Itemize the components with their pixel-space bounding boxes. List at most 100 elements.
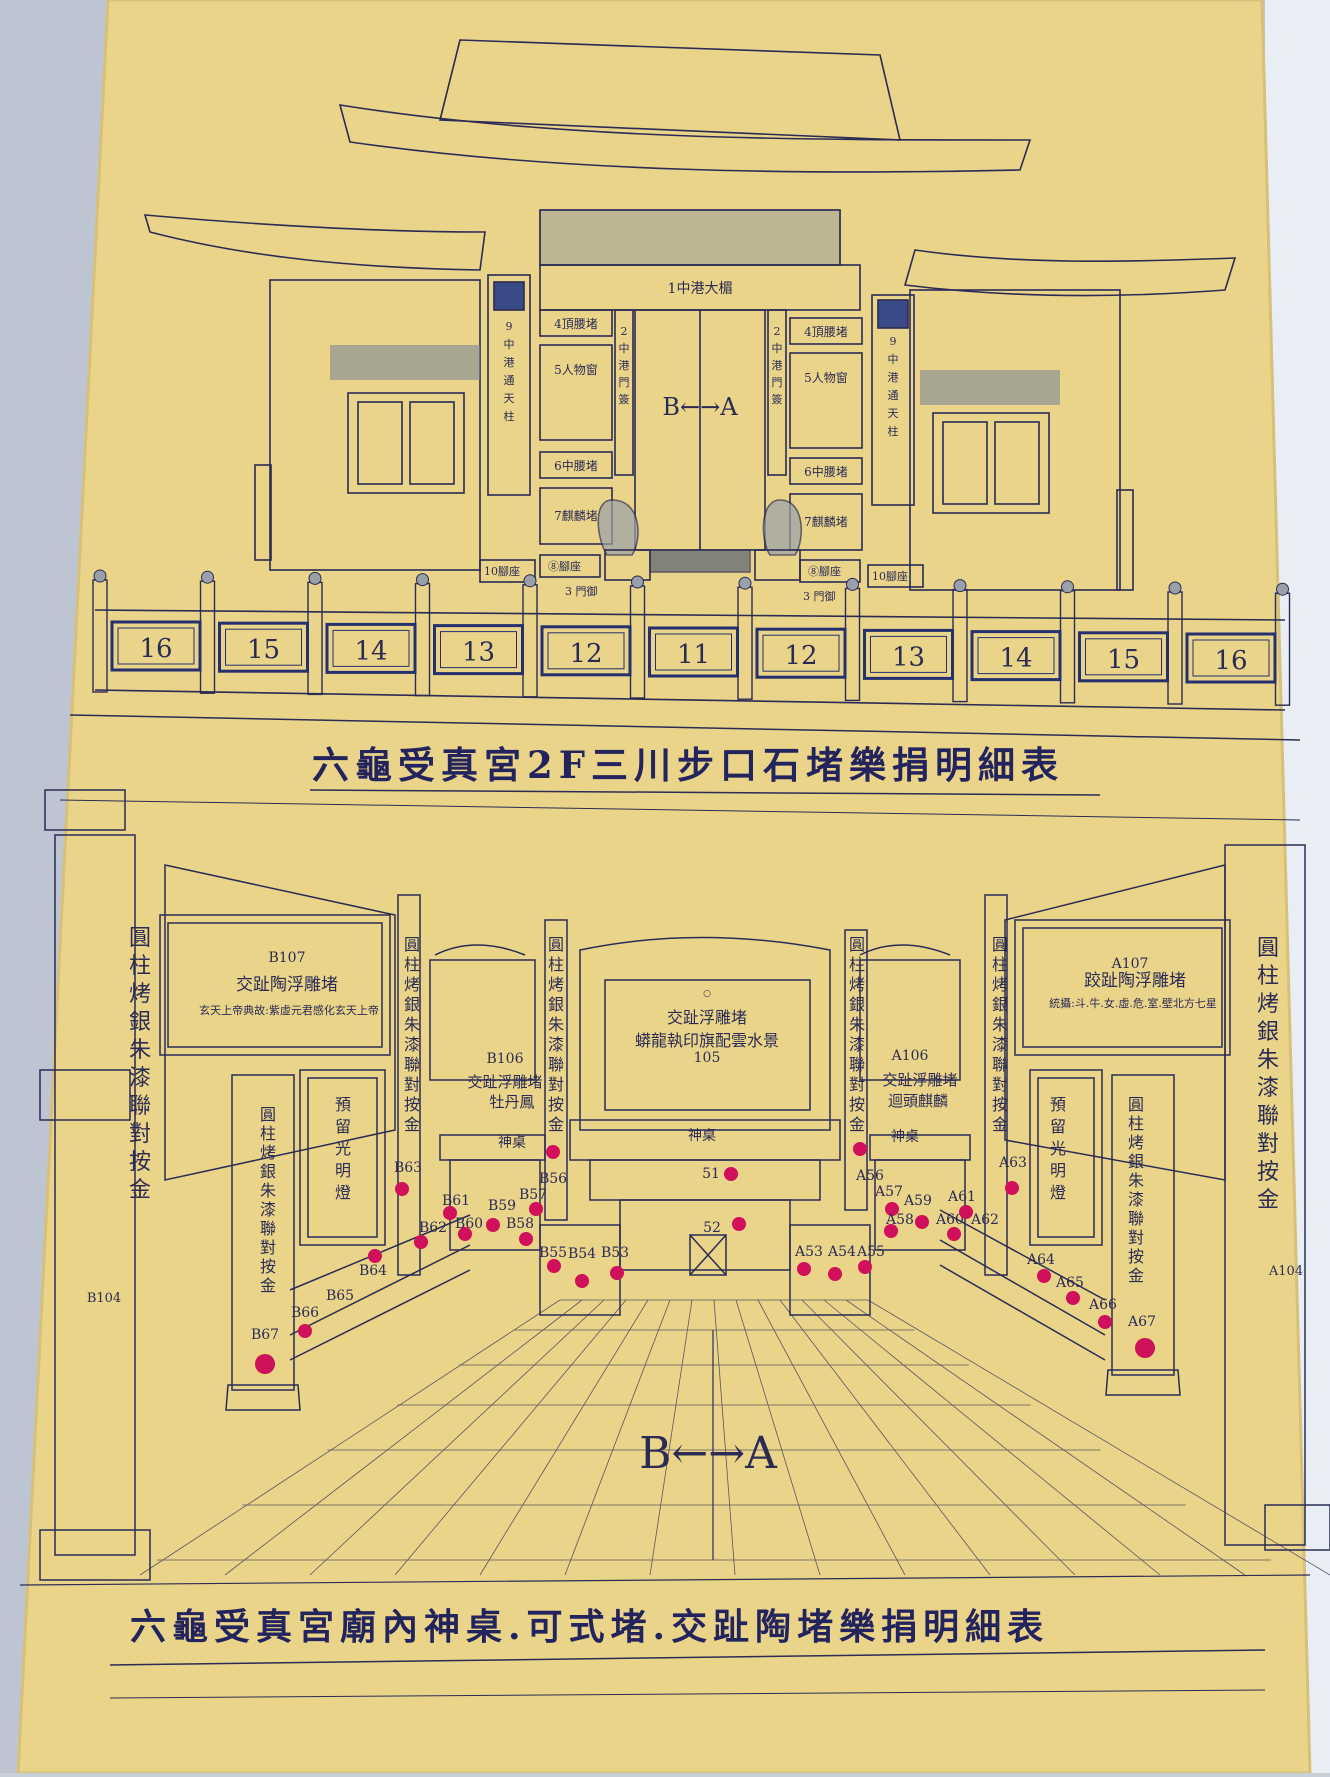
floor-grid-line [139,1299,561,1576]
donation-dot [853,1142,867,1156]
marker-label: A67 [1127,1314,1156,1330]
rail-panel-number: 13 [892,642,925,672]
marker-a57: A57 [874,1184,903,1216]
lamp-panel-left [299,1069,386,1246]
base-right-10-label: 10腳座 [872,569,908,583]
a104-label: A104 [1268,1264,1303,1279]
donation-dot [547,1259,561,1273]
marker-label: B59 [488,1198,516,1214]
rail-panel-number: 16 [139,634,172,664]
marker-label: B58 [506,1216,534,1232]
floor-grid-line [564,1299,671,1576]
donation-dot [368,1249,382,1263]
marker-label: B54 [568,1246,596,1262]
door-label-right-7: 7麒麟堵 [804,514,848,529]
rail-panel-frame [325,622,417,674]
marker-label: B67 [251,1327,279,1343]
rail-panel-frame [433,624,524,676]
marker-label: B60 [455,1216,483,1232]
rail-panel-frame [540,625,632,677]
rail-panel-number: 11 [677,640,710,670]
right-pillar [871,294,915,506]
panel-b106-code: B106 [486,1051,523,1067]
marker-label: A55 [856,1244,885,1260]
rail-panel-inner [547,632,625,670]
lamp-text-left: 預留光明燈 [335,1095,351,1202]
marker-label: B66 [291,1305,319,1321]
floor-grid-line [735,1299,821,1576]
bottom-title: 六龜受真宮廟內神桌.可式堵.交趾陶堵樂捐明細表 [130,1606,1050,1648]
floor-grid-line [479,1299,649,1576]
floor-grid-line [757,1299,906,1576]
main-roof [338,104,1032,173]
marker-b56: B56 [539,1145,567,1187]
door-label-left-5: 5人物窗 [554,363,598,377]
rail-panel-number: 12 [784,641,817,671]
rail-panel-frame [863,628,954,680]
marker-b57: B57 [519,1187,547,1216]
rail-panel-number: 14 [999,644,1032,674]
marker-b58: B58 [506,1216,534,1246]
altar-center-label: 神桌 [688,1128,716,1144]
left-window [347,392,465,494]
altar-left-label: 神桌 [498,1135,526,1151]
pillar-text-b56: 圓柱烤銀朱漆聯對按金 [548,935,564,1134]
marker-52: 52 [703,1217,746,1236]
donation-dot [610,1266,624,1280]
donation-dot [959,1205,973,1219]
pillar-text-a67: 圓柱烤銀朱漆聯對按金 [1128,1095,1144,1285]
rail-post-cap [416,573,429,587]
poster-paper [18,0,1310,1773]
rail-post-cap [1276,582,1289,596]
donation-dot [414,1235,428,1249]
floor-grid-line [845,1299,1246,1576]
donation-dot [529,1202,543,1216]
marker-label: A59 [903,1193,932,1209]
floor-grid-line [713,1299,736,1576]
column-b104 [54,834,136,1556]
door-label-left-4: 4頂腰堵 [554,317,598,331]
door-label-right-4: 4頂腰堵 [804,325,848,339]
marker-label: B53 [601,1245,629,1261]
rail-panel-inner [440,631,517,669]
marker-b62: B62 [414,1220,447,1249]
marker-b54: B54 [568,1246,596,1288]
marker-label: B62 [419,1220,447,1236]
left-pillar [487,274,531,496]
marker-b53: B53 [601,1245,629,1280]
marker-51: 51 [702,1166,738,1182]
center-panel-mark: ○ [703,989,711,999]
rail-panel-inner [870,635,947,673]
floor-grid-line [224,1299,583,1576]
marker-a61: A61 [947,1189,976,1219]
altar-right-label: 神桌 [891,1129,919,1145]
marker-a59: A59 [903,1193,932,1229]
donation-dot [947,1227,961,1241]
donation-dot [546,1145,560,1159]
marker-a66: A66 [1088,1297,1117,1329]
rail-panel-frame [970,630,1062,682]
pillar-text-b104: 圓柱烤銀朱漆聯對按金 [129,926,151,1203]
floor-grid-line [649,1299,693,1576]
floor-grid-line [394,1299,627,1576]
marker-a55: A55 [856,1244,885,1274]
marker-a64: A64 [1026,1252,1055,1283]
rail-post-cap [1061,580,1074,594]
panel-a107-frame [1014,919,1231,1056]
rail-panel-frame [110,620,202,672]
panel-a107-desc: 統攝:斗.牛.女.虛.危.室.壁北方七星 [1049,996,1217,1010]
donation-dot [858,1260,872,1274]
marker-a60: A60 [935,1212,964,1241]
base-left-10-label: 10腳座 [484,564,520,578]
rail-panel-number: 12 [569,639,602,669]
marker-a53: A53 [794,1244,823,1276]
marker-label: A56 [855,1168,884,1184]
floor-grid-line [823,1299,1161,1576]
marker-a65: A65 [1055,1275,1084,1305]
marker-b64: B64 [359,1249,387,1279]
panel-b107-code: B107 [268,950,305,966]
rail-panel-frame [1185,632,1277,684]
